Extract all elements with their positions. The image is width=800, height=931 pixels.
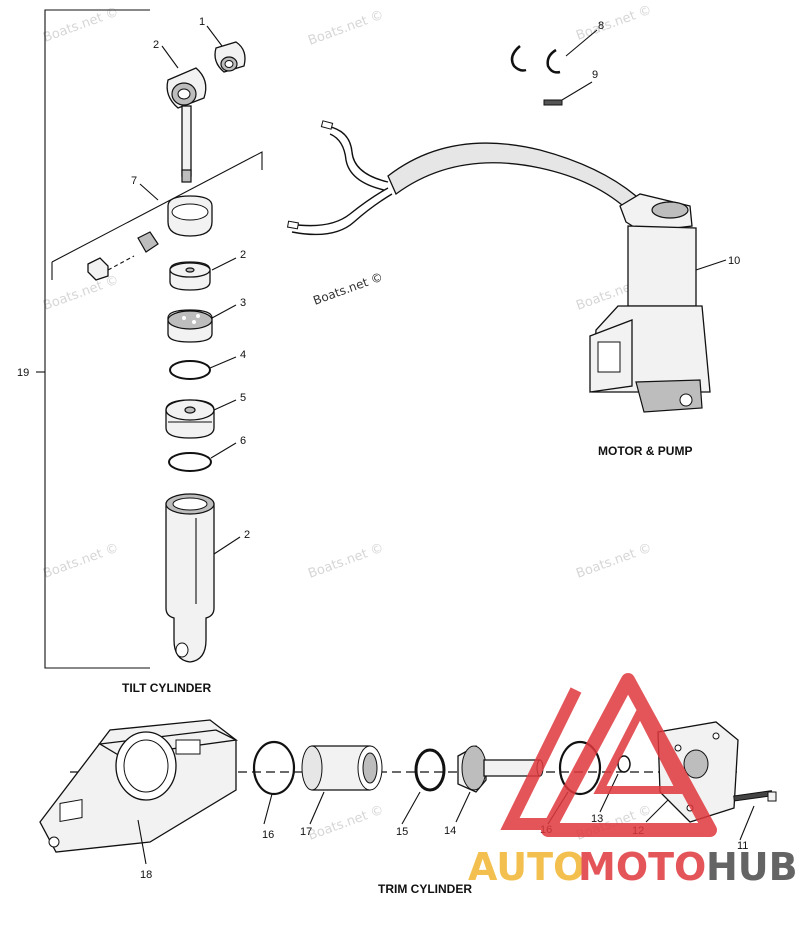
callout-14: 14 bbox=[444, 825, 456, 837]
logo-text-auto: AUTO bbox=[468, 845, 585, 889]
watermark: Boats.net © bbox=[574, 541, 654, 582]
part-14-trim-rod bbox=[455, 745, 544, 823]
watermark-dark: Boats.net © bbox=[311, 270, 385, 308]
callout-16: 16 bbox=[262, 829, 274, 841]
logo-triangle-outer bbox=[541, 673, 717, 837]
callout-3: 3 bbox=[240, 297, 246, 309]
callout-15: 15 bbox=[396, 826, 408, 838]
callout-2: 2 bbox=[244, 529, 250, 541]
watermark: Boats.net © bbox=[306, 803, 386, 844]
watermark: Boats.net © bbox=[41, 5, 121, 46]
callout-11: 11 bbox=[737, 840, 748, 852]
callout-1: 1 bbox=[199, 16, 205, 28]
part-16-o-ring bbox=[252, 740, 296, 825]
watermark: Boats.net © bbox=[574, 3, 654, 44]
part-5-piston-seal bbox=[165, 399, 215, 439]
tilt-leaders bbox=[139, 25, 241, 555]
callout-2: 2 bbox=[240, 249, 246, 261]
part-2-piston bbox=[169, 261, 211, 291]
callout-13: 13 bbox=[591, 813, 603, 825]
logo-triangle-left bbox=[500, 687, 582, 830]
part-6-o-ring bbox=[168, 452, 212, 472]
part-18-trim-housing bbox=[39, 719, 239, 865]
part-4-o-ring bbox=[169, 360, 211, 380]
caption-tilt-cylinder: TILT CYLINDER bbox=[122, 681, 211, 695]
part-10-motor-pump bbox=[286, 120, 727, 413]
logo-text-moto: MOTO bbox=[578, 845, 706, 889]
caption-trim-cylinder: TRIM CYLINDER bbox=[378, 882, 472, 896]
logo-triangle-inner bbox=[593, 703, 687, 794]
part-9-pin bbox=[543, 81, 593, 106]
watermark: Boats.net © bbox=[306, 541, 386, 582]
part-17-sleeve bbox=[301, 745, 383, 825]
watermark: Boats.net © bbox=[41, 541, 121, 582]
callout-10: 10 bbox=[728, 255, 740, 267]
callout-2: 2 bbox=[153, 39, 159, 51]
callout-19: 19 bbox=[17, 367, 29, 379]
callout-7: 7 bbox=[131, 175, 137, 187]
part-2-cylinder bbox=[165, 493, 215, 663]
part-3-piston-valve bbox=[167, 309, 213, 343]
watermark: Boats.net © bbox=[41, 273, 121, 314]
part-2-piston-rod bbox=[166, 67, 207, 183]
callout-5: 5 bbox=[240, 392, 246, 404]
automotohub-logo: AUTO MOTO HUB bbox=[468, 673, 798, 889]
part-1-bushing bbox=[214, 41, 246, 73]
part-8-clips bbox=[510, 29, 598, 74]
part-7-clamp-assembly bbox=[51, 151, 263, 281]
callout-9: 9 bbox=[592, 69, 598, 81]
bracket-19 bbox=[36, 9, 150, 669]
callout-4: 4 bbox=[240, 349, 246, 361]
part-11-screw bbox=[733, 790, 777, 841]
callout-17: 17 bbox=[300, 826, 312, 838]
part-12-end-cap bbox=[645, 721, 739, 823]
watermark: Boats.net © bbox=[306, 8, 386, 49]
callout-6: 6 bbox=[240, 435, 246, 447]
callout-18: 18 bbox=[140, 869, 152, 881]
callout-8: 8 bbox=[598, 20, 604, 32]
caption-motor-pump: MOTOR & PUMP bbox=[598, 444, 692, 458]
logo-text-hub: HUB bbox=[706, 845, 798, 889]
part-15-seal bbox=[401, 748, 446, 825]
